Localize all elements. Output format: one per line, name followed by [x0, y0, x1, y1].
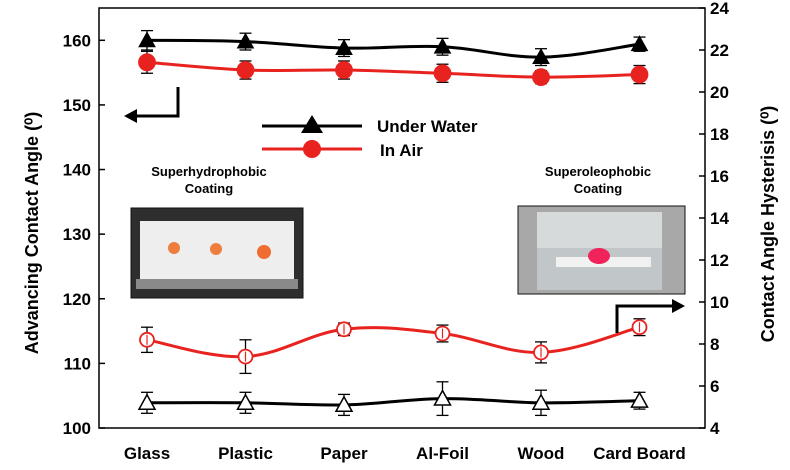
series-1-point-1 — [236, 61, 255, 79]
series-0-point-1 — [236, 32, 255, 49]
axes — [98, 7, 706, 429]
x-tick-label-4: Wood — [518, 444, 565, 463]
left-axis-title: Advancing Contact Angle (⁰) — [22, 112, 42, 355]
series-0-line — [146, 38, 640, 59]
left-arrow — [135, 87, 180, 118]
legend-marker-in-air — [303, 140, 321, 158]
right-tick-label-3: 10 — [710, 293, 729, 312]
series-3-line — [146, 397, 640, 407]
series-1-point-0 — [138, 53, 156, 72]
inset-superoleophobic: Superoleophobic Coating — [517, 164, 686, 295]
legend: Under Water In Air — [262, 115, 478, 160]
series-0-point-2 — [335, 39, 353, 55]
x-tick-label-0: Glass — [124, 444, 170, 463]
series-1-point-3 — [433, 64, 452, 83]
series-2 — [139, 318, 648, 375]
left-tick-label-6: 160 — [63, 31, 91, 50]
series-3-point-0 — [137, 393, 157, 410]
series-layer — [137, 29, 649, 417]
series-1-point-5 — [630, 65, 649, 84]
inset-superhydrophobic: Superhydrophobic Coating — [130, 164, 304, 299]
right-tick-label-8: 20 — [710, 83, 729, 102]
right-tick-label-7: 18 — [710, 125, 729, 144]
x-tick-label-1: Plastic — [218, 444, 273, 463]
inset-left-droplet-1 — [168, 242, 180, 254]
inset-left-label-line2: Coating — [185, 181, 233, 196]
left-tick-label-4: 140 — [63, 161, 91, 180]
right-tick-label-1: 6 — [710, 377, 719, 396]
series-3-point-1 — [236, 393, 255, 410]
series-3-point-4 — [531, 393, 551, 410]
series-0-point-4 — [532, 48, 550, 65]
series-0-point-0 — [138, 31, 156, 48]
series-2-line — [146, 325, 640, 359]
series-1 — [138, 50, 649, 87]
x-tick-label-2: Paper — [320, 444, 368, 463]
right-arrow — [615, 304, 673, 333]
series-0-point-3 — [433, 37, 452, 54]
x-tick-label-5: Card Board — [593, 444, 686, 463]
series-0-point-5 — [630, 35, 649, 52]
left-tick-label-0: 100 — [63, 419, 91, 438]
series-0 — [138, 29, 649, 67]
series-3-point-5 — [630, 391, 649, 408]
inset-left-photo-base — [136, 279, 298, 289]
right-axis-title: Contact Angle Hysterisis (⁰) — [758, 106, 778, 343]
tick-labels: 100 110 120 130 140 150 160 4 6 8 10 12 14 16 18 20 22 24… — [63, 0, 730, 463]
legend-label-under-water: Under Water — [377, 117, 478, 136]
right-tick-label-5: 14 — [710, 209, 729, 228]
inset-right-label-line2: Coating — [574, 181, 622, 196]
series-1-line — [146, 60, 640, 79]
series-1-point-4 — [532, 68, 550, 87]
right-tick-label-0: 4 — [710, 419, 720, 438]
series-1-point-2 — [335, 61, 353, 79]
inset-left-label-line1: Superhydrophobic — [151, 164, 267, 179]
left-tick-label-2: 120 — [63, 290, 91, 309]
inset-right-droplet — [588, 248, 610, 264]
right-tick-label-10: 24 — [710, 0, 729, 18]
left-arrowhead — [124, 109, 137, 123]
legend-label-in-air: In Air — [380, 141, 423, 160]
right-arrowhead — [672, 299, 685, 313]
right-tick-label-6: 16 — [710, 167, 729, 186]
left-tick-label-1: 110 — [64, 354, 91, 373]
legend-marker-under-water — [301, 115, 323, 133]
right-tick-label-2: 8 — [710, 335, 719, 354]
right-tick-label-9: 22 — [710, 41, 729, 60]
series-3-point-2 — [334, 395, 354, 413]
left-tick-label-3: 130 — [63, 225, 91, 244]
inset-right-label-line1: Superoleophobic — [545, 164, 651, 179]
series-3-point-3 — [433, 389, 452, 406]
x-tick-label-3: Al-Foil — [416, 444, 469, 463]
inset-left-droplet-2 — [210, 243, 222, 255]
right-tick-label-4: 12 — [710, 251, 729, 270]
inset-left-droplet-3 — [257, 245, 271, 259]
series-3 — [137, 381, 649, 417]
left-tick-label-5: 150 — [63, 96, 91, 115]
